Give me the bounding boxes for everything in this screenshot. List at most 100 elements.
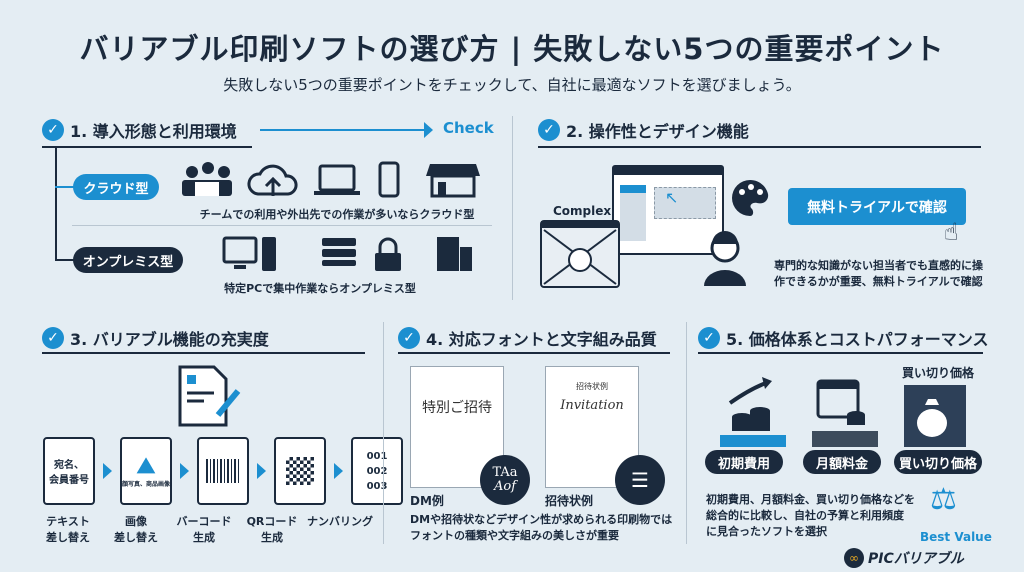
bar-initial: [720, 435, 786, 447]
invitation-label: 招待状例: [545, 494, 594, 508]
desc-line: 初期費用、月額料金、買い切り価格などを: [706, 493, 915, 506]
server-icon: [322, 238, 356, 266]
doc-text: 会員番号: [49, 475, 89, 486]
image-replace-doc: ⛰ 顔写真、商品画像: [120, 437, 172, 505]
arrow-icon: [103, 463, 112, 479]
document-edit-icon: [178, 365, 241, 427]
page-subtitle: 失敗しない5つの重要ポイントをチェックして、自社に最適なソフトを選びましょう。: [223, 76, 801, 94]
cloud-icons: [182, 161, 480, 198]
complex-ui-window: [540, 220, 620, 288]
section-5-title: 5. 価格体系とコストパフォーマンス: [726, 330, 989, 349]
logo-text: PICバリアブル: [868, 551, 964, 567]
number: 002: [366, 465, 388, 477]
section-5-heading: ✓ 5. 価格体系とコストパフォーマンス: [698, 326, 988, 350]
page-title: バリアブル印刷ソフトの選び方 | 失敗しない5つの重要ポイント: [79, 32, 945, 66]
number: 001: [366, 450, 388, 462]
text-replace-doc: 宛名、会員番号: [43, 437, 95, 505]
smartphone-icon: [378, 161, 400, 198]
brand-logo: ∞ PICバリアブル: [844, 548, 964, 568]
team-icon: [182, 162, 232, 196]
divider: [42, 146, 252, 148]
confused-face-icon: [568, 248, 592, 272]
section-2-heading: ✓ 2. 操作性とデザイン機能: [538, 118, 749, 142]
section-1-heading: ✓ 1. 導入形態と利用環境: [42, 118, 237, 142]
desktop-pc-icon: [222, 236, 276, 271]
divider: [698, 352, 983, 354]
divider: [398, 352, 670, 354]
pricing-icons: [720, 377, 966, 447]
arrow-icon: [257, 463, 266, 479]
palette-icon: [732, 180, 769, 216]
buyout-price-pill: 買い切り価格: [894, 450, 982, 474]
cloud-upload-icon: [247, 164, 298, 196]
onprem-badge: オンプレミス型: [73, 247, 183, 273]
section-4-title: 4. 対応フォントと文字組み品質: [426, 330, 657, 349]
complex-label: Complex: [553, 204, 612, 218]
desc-line: 作できるかが重要、無料トライアルで確認: [774, 275, 983, 288]
desc-line: に見合ったソフトを選択: [706, 525, 827, 538]
divider: [42, 352, 365, 354]
barcode-icon: [206, 459, 240, 483]
image-icon: ⛰: [136, 454, 156, 479]
divider: [538, 146, 981, 148]
check-icon: ✓: [398, 327, 420, 349]
money-bag-icon: [917, 399, 947, 437]
doc-text: 宛名、: [54, 460, 84, 471]
hand-pointer-icon: ☝: [944, 218, 959, 246]
section-4-description: DMや招待状などデザイン性が求められる印刷物ではフォントの種類や文字組みの美しさ…: [410, 512, 672, 544]
doc-caption: 顔写真、商品画像: [122, 481, 171, 488]
divider: [686, 322, 687, 544]
arrow-icon: [334, 463, 343, 479]
initial-cost-pill: 初期費用: [705, 450, 783, 474]
arrow-icon: [424, 122, 433, 138]
desc-line: 専門的な知識がない担当者でも直感的に操: [774, 259, 983, 272]
monthly-fee-pill: 月額料金: [803, 450, 881, 474]
divider: [72, 225, 492, 226]
coins-growth-icon: [728, 377, 772, 431]
invitation-text: Invitation: [560, 398, 624, 413]
building-icon: [437, 237, 472, 271]
desc-line: フォントの種類や文字組みの美しさが重要: [410, 529, 619, 542]
cursor-icon: ↖: [654, 187, 716, 219]
desc-line: DMや招待状などデザイン性が求められる印刷物では: [410, 513, 673, 526]
best-value-label: Best Value: [920, 530, 992, 544]
onprem-icons: [222, 236, 472, 271]
dm-label: DM例: [410, 494, 444, 508]
tree-branch: [55, 259, 75, 261]
section-1-title: 1. 導入形態と利用環境: [70, 122, 237, 141]
invitation-head: 招待状例: [576, 382, 608, 391]
section-5-description: 初期費用、月額料金、買い切り価格などを総合的に比較し、自社の予算と利用頻度に見合…: [706, 492, 915, 540]
number: 003: [366, 480, 388, 492]
simple-ui-window: ↖: [612, 165, 724, 255]
divider: [512, 116, 513, 300]
section-4-heading: ✓ 4. 対応フォントと文字組み品質: [398, 326, 657, 350]
qr-code-icon: [286, 457, 314, 485]
check-icon: ✓: [538, 119, 560, 141]
shop-icon: [426, 164, 480, 198]
barcode-doc: [197, 437, 249, 505]
free-trial-button[interactable]: 無料トライアルで確認: [788, 188, 966, 225]
user-avatar-icon: [704, 231, 746, 286]
section-3-title: 3. バリアブル機能の充実度: [70, 330, 269, 349]
tree-line: [55, 148, 57, 260]
desc-line: 総合的に比較し、自社の予算と利用頻度: [706, 509, 904, 522]
feature-labels: テキスト差し替え 画像差し替え バーコード生成 QRコード生成 ナンバリング: [33, 513, 375, 545]
feature-label: テキスト差し替え: [46, 515, 90, 544]
dm-card-text: 特別ご招待: [422, 400, 492, 416]
arrow-icon: [180, 463, 189, 479]
calendar-coins-icon: [816, 379, 865, 425]
divider: [383, 322, 384, 544]
lock-icon: [375, 237, 401, 271]
check-icon: ✓: [42, 119, 64, 141]
numbering-doc: 001 002 003: [351, 437, 403, 505]
section-3-heading: ✓3. バリアブル機能の充実度: [42, 326, 269, 350]
check-icon: ✓: [698, 327, 720, 349]
section-2-description: 専門的な知識がない担当者でも直感的に操作できるかが重要、無料トライアルで確認: [774, 258, 983, 290]
feature-label: 画像差し替え: [114, 515, 158, 544]
text-layout-icon: ☰: [615, 455, 665, 505]
section-2-title: 2. 操作性とデザイン機能: [566, 122, 749, 141]
onprem-description: 特定PCで集中作業ならオンプレミス型: [224, 282, 416, 295]
tree-branch: [55, 186, 75, 188]
feature-label: ナンバリング: [307, 515, 373, 528]
infinity-logo-icon: ∞: [844, 548, 864, 568]
